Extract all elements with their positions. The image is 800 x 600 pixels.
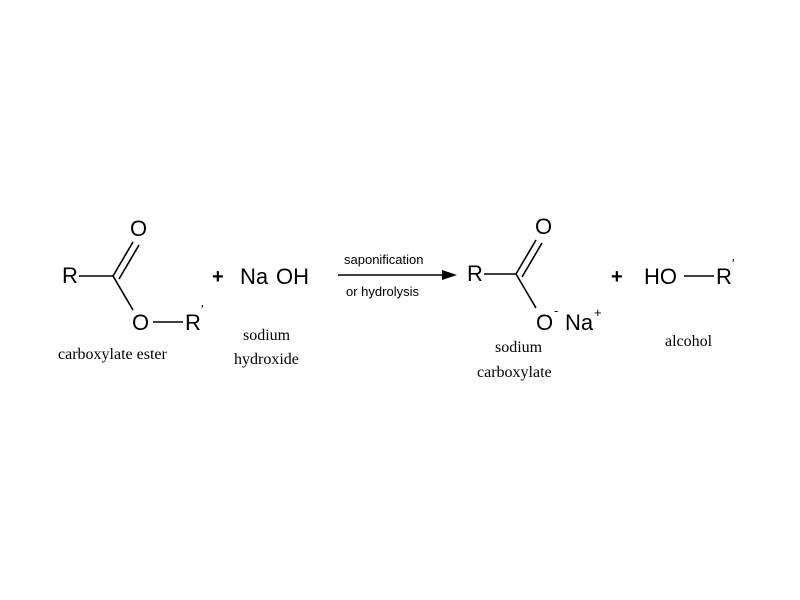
carboxylate-c-o-single-bond xyxy=(515,273,537,309)
naoh-formula: Na OH xyxy=(240,264,309,289)
arrow-bottom-label: or hydrolysis xyxy=(346,284,419,299)
alcohol-prime-mark: ′ xyxy=(732,256,735,271)
arrow-top-label: saponification xyxy=(344,252,424,267)
carboxylate-anion-o-atom: O xyxy=(536,310,553,335)
alcohol-caption: alcohol xyxy=(665,333,713,350)
ester-structure: R O O R ′ xyxy=(62,216,204,335)
ester-c-o-double-bond-b xyxy=(118,244,140,280)
plus-sign-reactants: + xyxy=(212,266,224,288)
ester-prime-mark: ′ xyxy=(201,302,204,317)
ester-r-prime-atom: R xyxy=(185,310,201,335)
arrow-head xyxy=(442,270,457,280)
ester-carbonyl-o-atom: O xyxy=(130,216,147,241)
carboxylate-structure: R O O - Na + xyxy=(467,214,602,335)
plus-sign-products: + xyxy=(611,266,623,288)
carboxylate-c-o-double-bond-a xyxy=(515,239,537,275)
ester-c-o-double-bond-a xyxy=(112,241,134,277)
carboxylate-caption-line2: carboxylate xyxy=(477,364,552,381)
naoh-oh-text: OH xyxy=(276,264,309,289)
carboxylate-r-atom: R xyxy=(467,261,483,286)
carboxylate-caption-line1: sodium xyxy=(495,339,543,356)
carboxylate-c-o-double-bond-b xyxy=(521,242,543,278)
alcohol-structure: HO R ′ xyxy=(644,256,735,289)
ester-r-atom: R xyxy=(62,263,78,288)
naoh-caption-line1: sodium xyxy=(243,327,291,344)
carboxylate-carbonyl-o-atom: O xyxy=(535,214,552,239)
carboxylate-plus-charge: + xyxy=(594,305,602,320)
ester-c-o-single-bond xyxy=(112,275,134,311)
naoh-caption-line2: hydroxide xyxy=(234,351,299,368)
ester-single-o-atom: O xyxy=(132,310,149,335)
reaction-arrow: saponification or hydrolysis xyxy=(338,252,457,299)
alcohol-ho-text: HO xyxy=(644,264,677,289)
naoh-na-text: Na xyxy=(240,264,269,289)
carboxylate-na-atom: Na xyxy=(565,310,594,335)
alcohol-r-prime-atom: R xyxy=(716,264,732,289)
carboxylate-minus-charge: - xyxy=(554,303,558,318)
ester-caption: carboxylate ester xyxy=(58,346,168,363)
